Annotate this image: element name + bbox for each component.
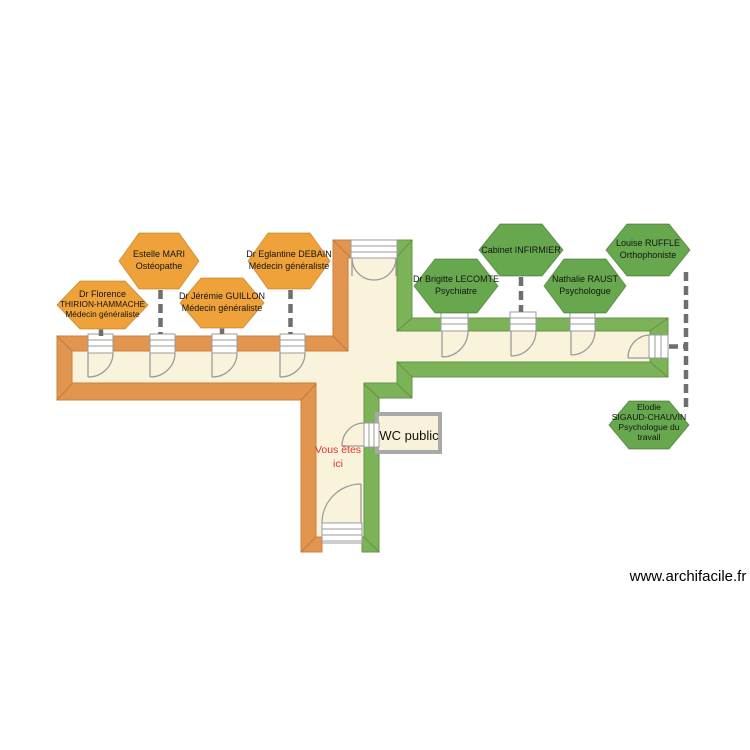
svg-text:THIRION-HAMMACHE: THIRION-HAMMACHE <box>60 299 146 309</box>
svg-text:SIGAUD-CHAUVIN: SIGAUD-CHAUVIN <box>612 412 687 422</box>
room-label-elodie: Elodie SIGAUD-CHAUVIN Psychologue du tra… <box>608 400 690 450</box>
svg-text:Médecin généraliste: Médecin généraliste <box>182 303 263 313</box>
svg-text:travail: travail <box>638 432 661 442</box>
room-label-florence: Dr Florence THIRION-HAMMACHE Médecin gén… <box>56 280 149 330</box>
svg-text:Psychiatre: Psychiatre <box>435 286 477 296</box>
archifacile-watermark: www.archifacile.fr <box>629 568 747 585</box>
room-label-jeremie: Dr Jérémie GUILLON Médecin généraliste <box>179 277 265 329</box>
svg-text:Psychologue du: Psychologue du <box>618 422 679 432</box>
door-florence <box>87 333 114 378</box>
svg-text:Nathalie RAUST: Nathalie RAUST <box>552 274 619 284</box>
svg-text:Cabinet INFIRMIER: Cabinet INFIRMIER <box>481 245 561 255</box>
wc-public-label: WC public <box>379 428 439 443</box>
svg-text:Ostéopathe: Ostéopathe <box>136 261 183 271</box>
svg-text:Dr Eglantine DEBAIN: Dr Eglantine DEBAIN <box>246 249 332 259</box>
room-label-estelle: Estelle MARI Ostéopathe <box>118 232 200 290</box>
door-right-end <box>627 334 669 359</box>
svg-text:Louise RUFFLE: Louise RUFFLE <box>616 238 680 248</box>
orange-wing-walls <box>56 239 352 553</box>
room-label-cabinet-infirmier: Cabinet INFIRMIER <box>478 223 564 277</box>
door-cabinet-infirmier <box>509 311 537 357</box>
door-jeremie <box>211 333 238 378</box>
svg-text:Dr Jérémie GUILLON: Dr Jérémie GUILLON <box>179 291 265 301</box>
door-brigitte <box>440 311 469 358</box>
corridor-floor <box>72 258 650 537</box>
room-label-nathalie: Nathalie RAUST Psychologue <box>543 258 627 314</box>
door-entrance-top <box>350 239 398 281</box>
label-connectors <box>98 272 689 410</box>
svg-text:Vous êtes: Vous êtes <box>315 444 361 456</box>
svg-text:Orthophoniste: Orthophoniste <box>620 250 677 260</box>
room-label-louise: Louise RUFFLE Orthophoniste <box>605 223 691 277</box>
svg-text:Dr Brigitte LECOMTE: Dr Brigitte LECOMTE <box>413 274 499 284</box>
you-are-here-label: Vous êtes ici <box>315 444 361 470</box>
door-nathalie <box>569 311 596 356</box>
svg-text:Psychologue: Psychologue <box>559 286 611 296</box>
door-bottom <box>321 483 363 544</box>
svg-text:Médecin généraliste: Médecin généraliste <box>65 309 140 319</box>
wc-public-box: WC public <box>363 412 442 454</box>
svg-text:ici: ici <box>333 458 343 470</box>
room-label-brigitte: Dr Brigitte LECOMTE Psychiatre <box>413 258 499 314</box>
svg-text:Dr Florence: Dr Florence <box>79 289 126 299</box>
room-label-eglantine: Dr Eglantine DEBAIN Médecin généraliste <box>246 232 332 290</box>
svg-text:Estelle MARI: Estelle MARI <box>133 249 185 259</box>
door-estelle <box>149 333 176 378</box>
svg-text:Elodie: Elodie <box>637 402 661 412</box>
wall-corner-miters <box>56 239 669 553</box>
svg-text:Médecin généraliste: Médecin généraliste <box>249 261 330 271</box>
